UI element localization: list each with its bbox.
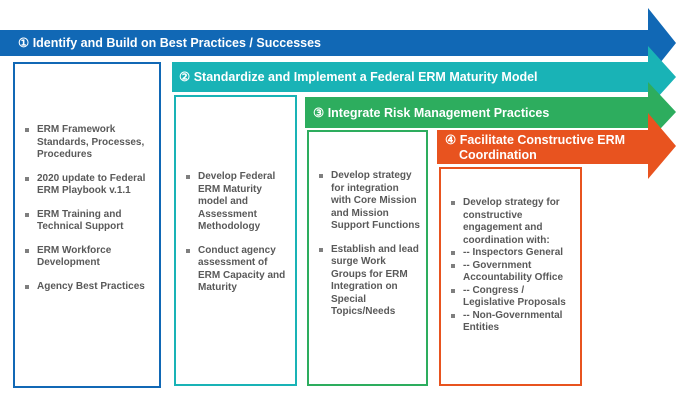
list-item: -- Congress / Legislative Proposals [449, 285, 574, 310]
stage-3-arrow [305, 82, 676, 142]
stage-2-title: ② Standardize and Implement a Federal ER… [179, 70, 538, 85]
list-item: -- Non-Governmental Entities [449, 310, 574, 335]
list-item: ERM Framework Standards, Processes, Proc… [23, 124, 153, 162]
stage-1-title-text: Identify and Build on Best Practices / S… [32, 36, 321, 50]
list-item: Conduct agency assessment of ERM Capacit… [184, 245, 289, 295]
list-item: ERM Workforce Development [23, 245, 153, 270]
list-item: -- Government Accountability Office [449, 260, 574, 285]
stage-4-arrow [437, 113, 676, 179]
stage-2-panel: Develop Federal ERM Maturity model and A… [174, 95, 297, 386]
list-item: 2020 update to Federal ERM Playbook v.1.… [23, 173, 153, 198]
stage-3-list: Develop strategy for integration with Co… [317, 170, 420, 319]
list-item: Establish and lead surge Work Groups for… [317, 244, 420, 319]
stage-2-number: ② [179, 70, 191, 84]
stage-3-number: ③ [313, 106, 325, 120]
stage-4-title: ④ Facilitate Constructive ERM Coordinati… [445, 133, 625, 163]
stage-4-title-text-2: Coordination [459, 148, 537, 162]
stage-2-arrow [172, 46, 676, 108]
stage-4-panel: Develop strategy for constructive engage… [439, 167, 582, 386]
stage-1-number: ① [18, 36, 30, 50]
list-item: -- Inspectors General [449, 247, 574, 260]
stage-4-title-line1: ④ Facilitate Constructive ERM [445, 133, 625, 148]
stage-4-title-text-1: Facilitate Constructive ERM [459, 133, 626, 147]
stage-1-panel: ERM Framework Standards, Processes, Proc… [13, 62, 161, 388]
list-item: Develop Federal ERM Maturity model and A… [184, 171, 289, 234]
stage-3-panel: Develop strategy for integration with Co… [307, 130, 428, 386]
stage-1-title: ① Identify and Build on Best Practices /… [18, 36, 321, 51]
stage-2-title-text: Standardize and Implement a Federal ERM … [193, 70, 538, 84]
stage-2-list: Develop Federal ERM Maturity model and A… [184, 171, 289, 295]
list-item: ERM Training and Technical Support [23, 209, 153, 234]
stage-1-list: ERM Framework Standards, Processes, Proc… [23, 124, 153, 293]
stage-4-list: Develop strategy for constructive engage… [449, 197, 574, 335]
stage-1-arrow [0, 8, 676, 78]
list-item: Develop strategy for constructive engage… [449, 197, 574, 247]
stage-3-title: ③ Integrate Risk Management Practices [313, 106, 549, 121]
list-item: Agency Best Practices [23, 281, 153, 294]
stage-3-title-text: Integrate Risk Management Practices [327, 106, 550, 120]
stage-4-title-line2: Coordination [445, 148, 625, 163]
stage-4-number: ④ [445, 133, 457, 147]
list-item: Develop strategy for integration with Co… [317, 170, 420, 233]
